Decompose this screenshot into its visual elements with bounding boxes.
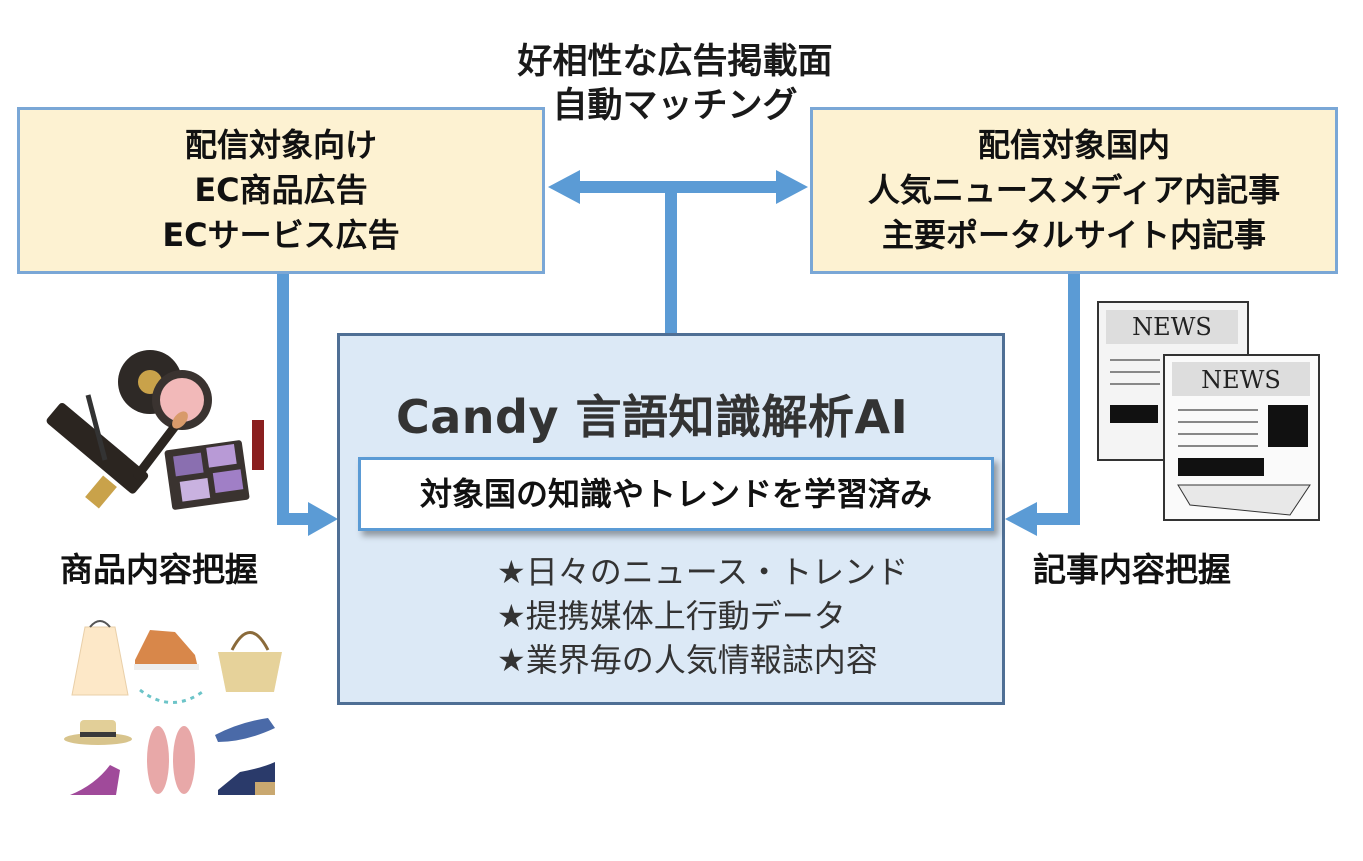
news-masthead-front: NEWS bbox=[1201, 366, 1281, 394]
matching-caption: 好相性な広告掲載面 自動マッチング bbox=[440, 40, 910, 128]
newspaper-front-icon: NEWS bbox=[1163, 354, 1320, 521]
bullet-item: ★日々のニュース・トレンド bbox=[497, 553, 909, 591]
ai-bullet-list: ★日々のニュース・トレンド ★提携媒体上行動データ ★業界毎の人気情報誌内容 bbox=[497, 550, 908, 682]
article-understanding-label: 記事内容把握 bbox=[1033, 550, 1231, 589]
news-masthead-back: NEWS bbox=[1132, 313, 1212, 341]
ec-ads-line-3: ECサービス広告 bbox=[162, 216, 400, 254]
caption-line-2: 自動マッチング bbox=[552, 86, 798, 126]
bullet-item: ★業界毎の人気情報誌内容 bbox=[497, 641, 878, 679]
news-media-box: 配信対象国内 人気ニュースメディア内記事 主要ポータルサイト内記事 bbox=[810, 107, 1338, 274]
necklace-icon bbox=[139, 688, 206, 704]
ec-ads-box: 配信対象向け EC商品広告 ECサービス広告 bbox=[17, 107, 545, 274]
matching-arrowhead-right bbox=[776, 170, 808, 204]
brush-icon bbox=[133, 411, 188, 480]
matching-arrowhead-left bbox=[548, 170, 580, 204]
news-media-line-3: 主要ポータルサイト内記事 bbox=[881, 216, 1266, 254]
ai-stem-line bbox=[665, 192, 677, 334]
blue-flat-shoe-icon bbox=[215, 718, 275, 742]
right-elbow-vertical bbox=[1068, 274, 1080, 525]
ec-ads-line-2: EC商品広告 bbox=[194, 171, 368, 209]
left-elbow-vertical bbox=[277, 274, 289, 525]
matching-arrow-shaft bbox=[575, 181, 780, 193]
mascara-icon bbox=[46, 394, 149, 509]
right-arrowhead bbox=[1005, 502, 1037, 536]
skirt-icon bbox=[71, 620, 129, 696]
right-elbow-horizontal bbox=[1036, 513, 1080, 525]
eyeshadow-palette-icon bbox=[164, 440, 250, 510]
news-media-line-2: 人気ニュースメディア内記事 bbox=[867, 171, 1281, 209]
news-media-line-1: 配信対象国内 bbox=[977, 126, 1170, 164]
sneaker-icon bbox=[134, 630, 199, 670]
caption-line-1: 好相性な広告掲載面 bbox=[517, 42, 833, 82]
compact-icon bbox=[118, 350, 212, 430]
left-elbow-horizontal bbox=[277, 513, 313, 525]
pink-heel-icon bbox=[70, 765, 120, 795]
left-arrowhead bbox=[308, 502, 338, 536]
ballet-flats-icon bbox=[147, 726, 195, 794]
learned-knowledge-label: 対象国の知識やトレンドを学習済み bbox=[358, 457, 994, 531]
basket-bag-icon bbox=[218, 631, 282, 692]
straw-hat-icon bbox=[64, 720, 132, 745]
ai-title: Candy 言語知識解析AI bbox=[396, 390, 909, 444]
product-understanding-label: 商品内容把握 bbox=[60, 550, 258, 589]
candy-ai-box: Candy 言語知識解析AI 対象国の知識やトレンドを学習済み ★日々のニュース… bbox=[337, 333, 1005, 705]
bullet-item: ★提携媒体上行動データ bbox=[497, 597, 846, 635]
ec-ads-line-1: 配信対象向け bbox=[184, 126, 377, 164]
navy-wedge-icon bbox=[218, 762, 275, 795]
lipstick-icon bbox=[252, 420, 264, 470]
